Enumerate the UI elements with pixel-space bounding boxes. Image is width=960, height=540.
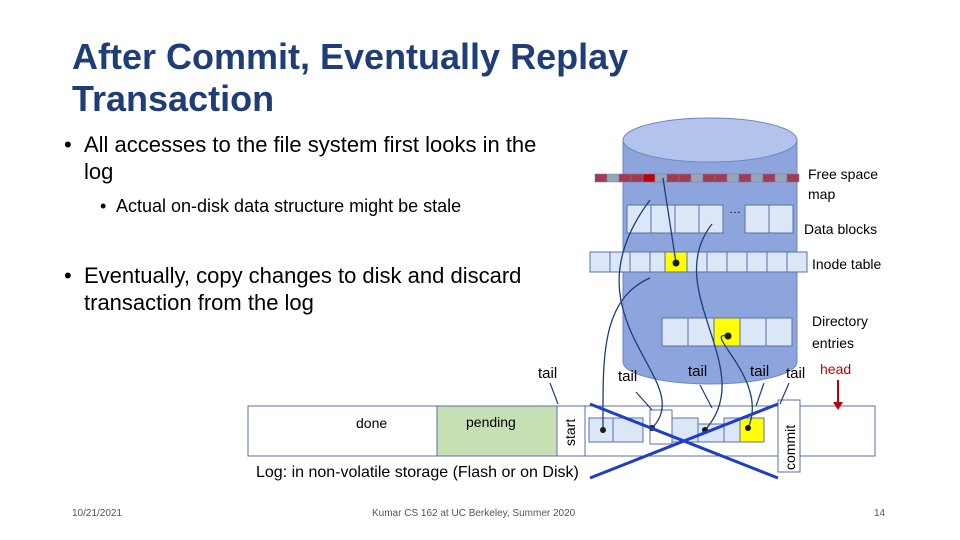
directory-entries-label: Directory entries — [812, 313, 869, 351]
footer-course: Kumar CS 162 at UC Berkeley, Summer 2020 — [372, 508, 576, 519]
data-blocks-ellipsis: … — [729, 202, 741, 216]
data-blocks — [626, 204, 794, 234]
head-label: head — [820, 361, 852, 377]
log-commit-label: commit — [782, 424, 798, 470]
footer-date: 10/21/2021 — [72, 508, 123, 519]
bullet-dot: • — [64, 263, 72, 288]
bullet-dot: • — [100, 196, 107, 216]
directory-entries — [661, 317, 793, 347]
bullet-2-text: Actual on-disk data structure might be s… — [116, 196, 462, 216]
tail-label-2: tail — [618, 368, 638, 385]
free-space-map — [594, 173, 800, 183]
bullet-1: • All accesses to the file system first … — [64, 131, 562, 185]
log-pending-label: pending — [466, 414, 516, 430]
inode-table — [589, 251, 808, 273]
tail-label-5: tail — [786, 365, 806, 382]
log-done-label: done — [356, 415, 388, 431]
tail-arrows — [549, 382, 790, 411]
bullet-1-text: All accesses to the file system first lo… — [84, 132, 537, 184]
log-caption: Log: in non-volatile storage (Flash or o… — [256, 464, 579, 481]
data-blocks-label: Data blocks — [804, 221, 878, 237]
log-pointers — [602, 177, 753, 431]
bullet-2: • Actual on-disk data structure might be… — [100, 196, 580, 217]
log-start-label: start — [562, 418, 578, 446]
slide-title: After Commit, Eventually Replay Transact… — [72, 36, 629, 119]
bullet-dot: • — [64, 132, 72, 157]
free-space-map-label: Free space map — [808, 166, 879, 202]
tail-label-4: tail — [750, 363, 770, 380]
bullet-3-text: Eventually, copy changes to disk and dis… — [84, 263, 522, 315]
footer-page-number: 14 — [874, 508, 886, 519]
log-bar — [247, 399, 876, 473]
discard-cross — [589, 402, 779, 480]
bullet-3: • Eventually, copy changes to disk and d… — [64, 262, 532, 316]
inode-table-label: Inode table — [812, 256, 882, 272]
tail-label-1: tail — [538, 365, 558, 382]
head-arrow — [833, 380, 843, 410]
tail-label-3: tail — [688, 363, 708, 380]
